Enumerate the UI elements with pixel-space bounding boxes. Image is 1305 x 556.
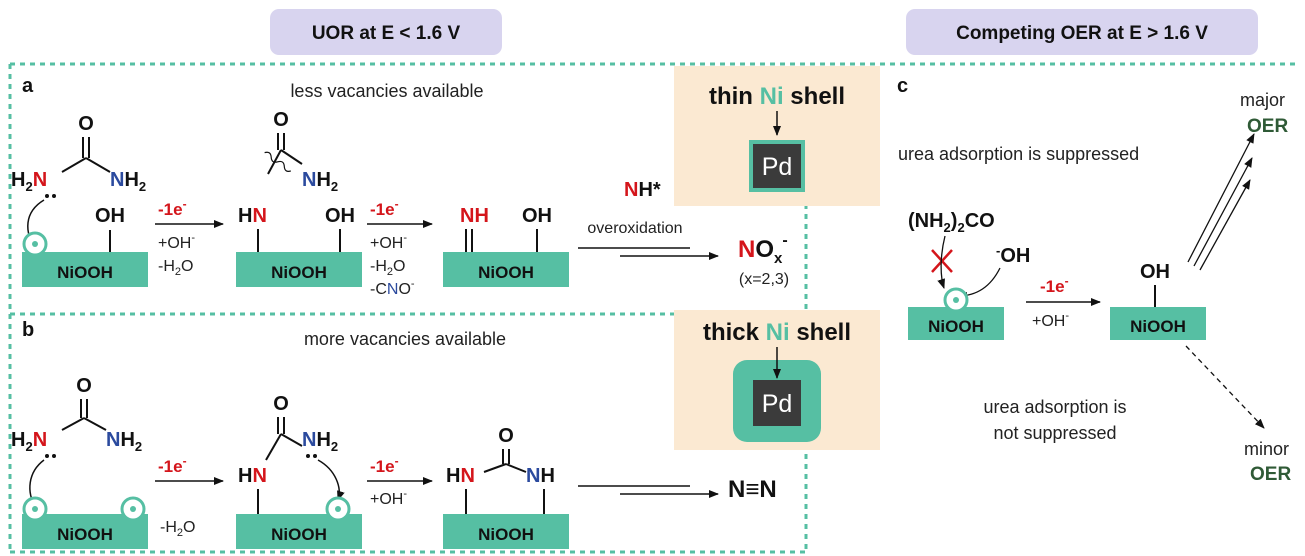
intermediate-a1: O NH2 HN OH NiOOH bbox=[236, 109, 362, 287]
panel-a-label: a bbox=[22, 75, 34, 97]
thin-shell-title: thin Ni shell bbox=[709, 83, 845, 110]
svg-text:OH: OH bbox=[522, 205, 552, 227]
svg-text:OH: OH bbox=[325, 205, 355, 227]
svg-text:N≡N: N≡N bbox=[728, 476, 777, 503]
svg-text:NH2: NH2 bbox=[106, 429, 142, 454]
svg-text:-1e-: -1e- bbox=[370, 454, 399, 476]
svg-text:O: O bbox=[273, 109, 289, 131]
oer-header-box bbox=[906, 9, 1258, 55]
surface-b1: NiOOH bbox=[22, 496, 148, 549]
surface-c2: OH NiOOH bbox=[1110, 261, 1206, 340]
svg-text:-H2O: -H2O bbox=[370, 258, 405, 278]
suppressed-caption: urea adsorption is suppressed bbox=[898, 144, 1139, 164]
svg-text:H2N: H2N bbox=[11, 169, 47, 194]
svg-text:H2N: H2N bbox=[11, 429, 47, 454]
step2-a: -1e- +OH- -H2O -CNO- bbox=[367, 197, 433, 298]
pd-core-b bbox=[753, 380, 801, 426]
svg-text:NiOOH: NiOOH bbox=[478, 525, 534, 544]
panel-b-caption: more vacancies available bbox=[304, 329, 506, 349]
svg-text:NiOOH: NiOOH bbox=[57, 525, 113, 544]
svg-text:-OH: -OH bbox=[996, 243, 1030, 267]
thick-shell-title: thick Ni shell bbox=[703, 319, 851, 346]
intermediate-b1: O NH2 HN NiOOH bbox=[236, 393, 362, 549]
intermediate-b2: O HN NH NiOOH bbox=[443, 425, 569, 549]
panel-borders bbox=[8, 62, 1300, 554]
svg-text:HN: HN bbox=[446, 465, 475, 487]
svg-text:(x=2,3): (x=2,3) bbox=[739, 271, 789, 288]
svg-text:O: O bbox=[76, 375, 92, 397]
svg-text:-CNO-: -CNO- bbox=[370, 278, 415, 298]
svg-text:NiOOH: NiOOH bbox=[1130, 317, 1186, 336]
svg-text:NiOOH: NiOOH bbox=[928, 317, 984, 336]
svg-text:overoxidation: overoxidation bbox=[587, 220, 682, 237]
n2-step: N≡N bbox=[578, 476, 777, 503]
svg-text:+OH-: +OH- bbox=[370, 232, 407, 252]
svg-text:-1e-: -1e- bbox=[370, 197, 399, 219]
svg-text:-1e-: -1e- bbox=[158, 454, 187, 476]
major-oer-label: OER bbox=[1247, 116, 1288, 137]
major-label: major bbox=[1240, 90, 1285, 110]
intermediate-a2: NH OH NiOOH bbox=[443, 205, 569, 287]
svg-text:O: O bbox=[498, 425, 514, 447]
svg-text:HN: HN bbox=[238, 205, 267, 227]
panel-a-caption: less vacancies available bbox=[290, 81, 483, 101]
oer-header: Competing OER at E > 1.6 V bbox=[956, 23, 1208, 44]
svg-text:NH: NH bbox=[460, 205, 489, 227]
svg-text:NiOOH: NiOOH bbox=[271, 263, 327, 282]
svg-text:+OH-: +OH- bbox=[158, 232, 195, 252]
overoxidation-step: NH* overoxidation NOx- (x=2,3) bbox=[578, 179, 789, 288]
svg-text:NH2: NH2 bbox=[302, 429, 338, 454]
svg-text:NiOOH: NiOOH bbox=[271, 525, 327, 544]
pd-core-a bbox=[753, 144, 801, 188]
svg-text:(NH2)2CO: (NH2)2CO bbox=[908, 210, 995, 235]
step1-a: -1e- +OH- -H2O bbox=[155, 197, 224, 278]
svg-text:NH2: NH2 bbox=[302, 169, 338, 194]
uor-header-box bbox=[270, 9, 502, 55]
svg-text:O: O bbox=[273, 393, 289, 415]
svg-text:+OH-: +OH- bbox=[1032, 310, 1069, 330]
svg-text:NiOOH: NiOOH bbox=[57, 263, 113, 282]
svg-text:NOx-: NOx- bbox=[738, 232, 788, 267]
urea-molecule-b: O H2N NH2 bbox=[11, 375, 142, 509]
pd-label-b: Pd bbox=[762, 390, 793, 418]
svg-text:NH2: NH2 bbox=[110, 169, 146, 194]
panel-c-label: c bbox=[897, 75, 908, 97]
urea-blocked: (NH2)2CO -OH bbox=[908, 210, 1030, 300]
svg-text:-H2O: -H2O bbox=[160, 519, 195, 539]
not-suppressed-line1: urea adsorption is bbox=[983, 397, 1126, 417]
svg-text:NH*: NH* bbox=[624, 179, 661, 201]
step2-b: -1e- +OH- bbox=[367, 454, 433, 508]
svg-text:NiOOH: NiOOH bbox=[478, 263, 534, 282]
uor-header: UOR at E < 1.6 V bbox=[312, 23, 461, 44]
svg-text:-H2O: -H2O bbox=[158, 258, 193, 278]
svg-text:O: O bbox=[78, 113, 94, 135]
not-suppressed-line2: not suppressed bbox=[993, 423, 1116, 443]
step1-b: -1e- -H2O bbox=[155, 454, 224, 539]
oer-branches bbox=[1185, 133, 1265, 429]
surface-c1: NiOOH bbox=[908, 287, 1004, 340]
minor-label: minor bbox=[1244, 439, 1289, 459]
svg-text:NH: NH bbox=[526, 465, 555, 487]
svg-text:OH: OH bbox=[95, 205, 125, 227]
surface-a1: OH NiOOH bbox=[22, 205, 148, 287]
svg-text:-1e-: -1e- bbox=[1040, 274, 1069, 296]
svg-text:-1e-: -1e- bbox=[158, 197, 187, 219]
pd-label-a: Pd bbox=[762, 153, 793, 181]
svg-text:+OH-: +OH- bbox=[370, 488, 407, 508]
minor-oer-label: OER bbox=[1250, 464, 1291, 485]
svg-text:HN: HN bbox=[238, 465, 267, 487]
svg-text:OH: OH bbox=[1140, 261, 1170, 283]
panel-b-label: b bbox=[22, 319, 34, 341]
step-c: -1e- +OH- bbox=[1026, 274, 1101, 330]
urea-molecule-a: O H2N NH2 bbox=[11, 113, 146, 251]
